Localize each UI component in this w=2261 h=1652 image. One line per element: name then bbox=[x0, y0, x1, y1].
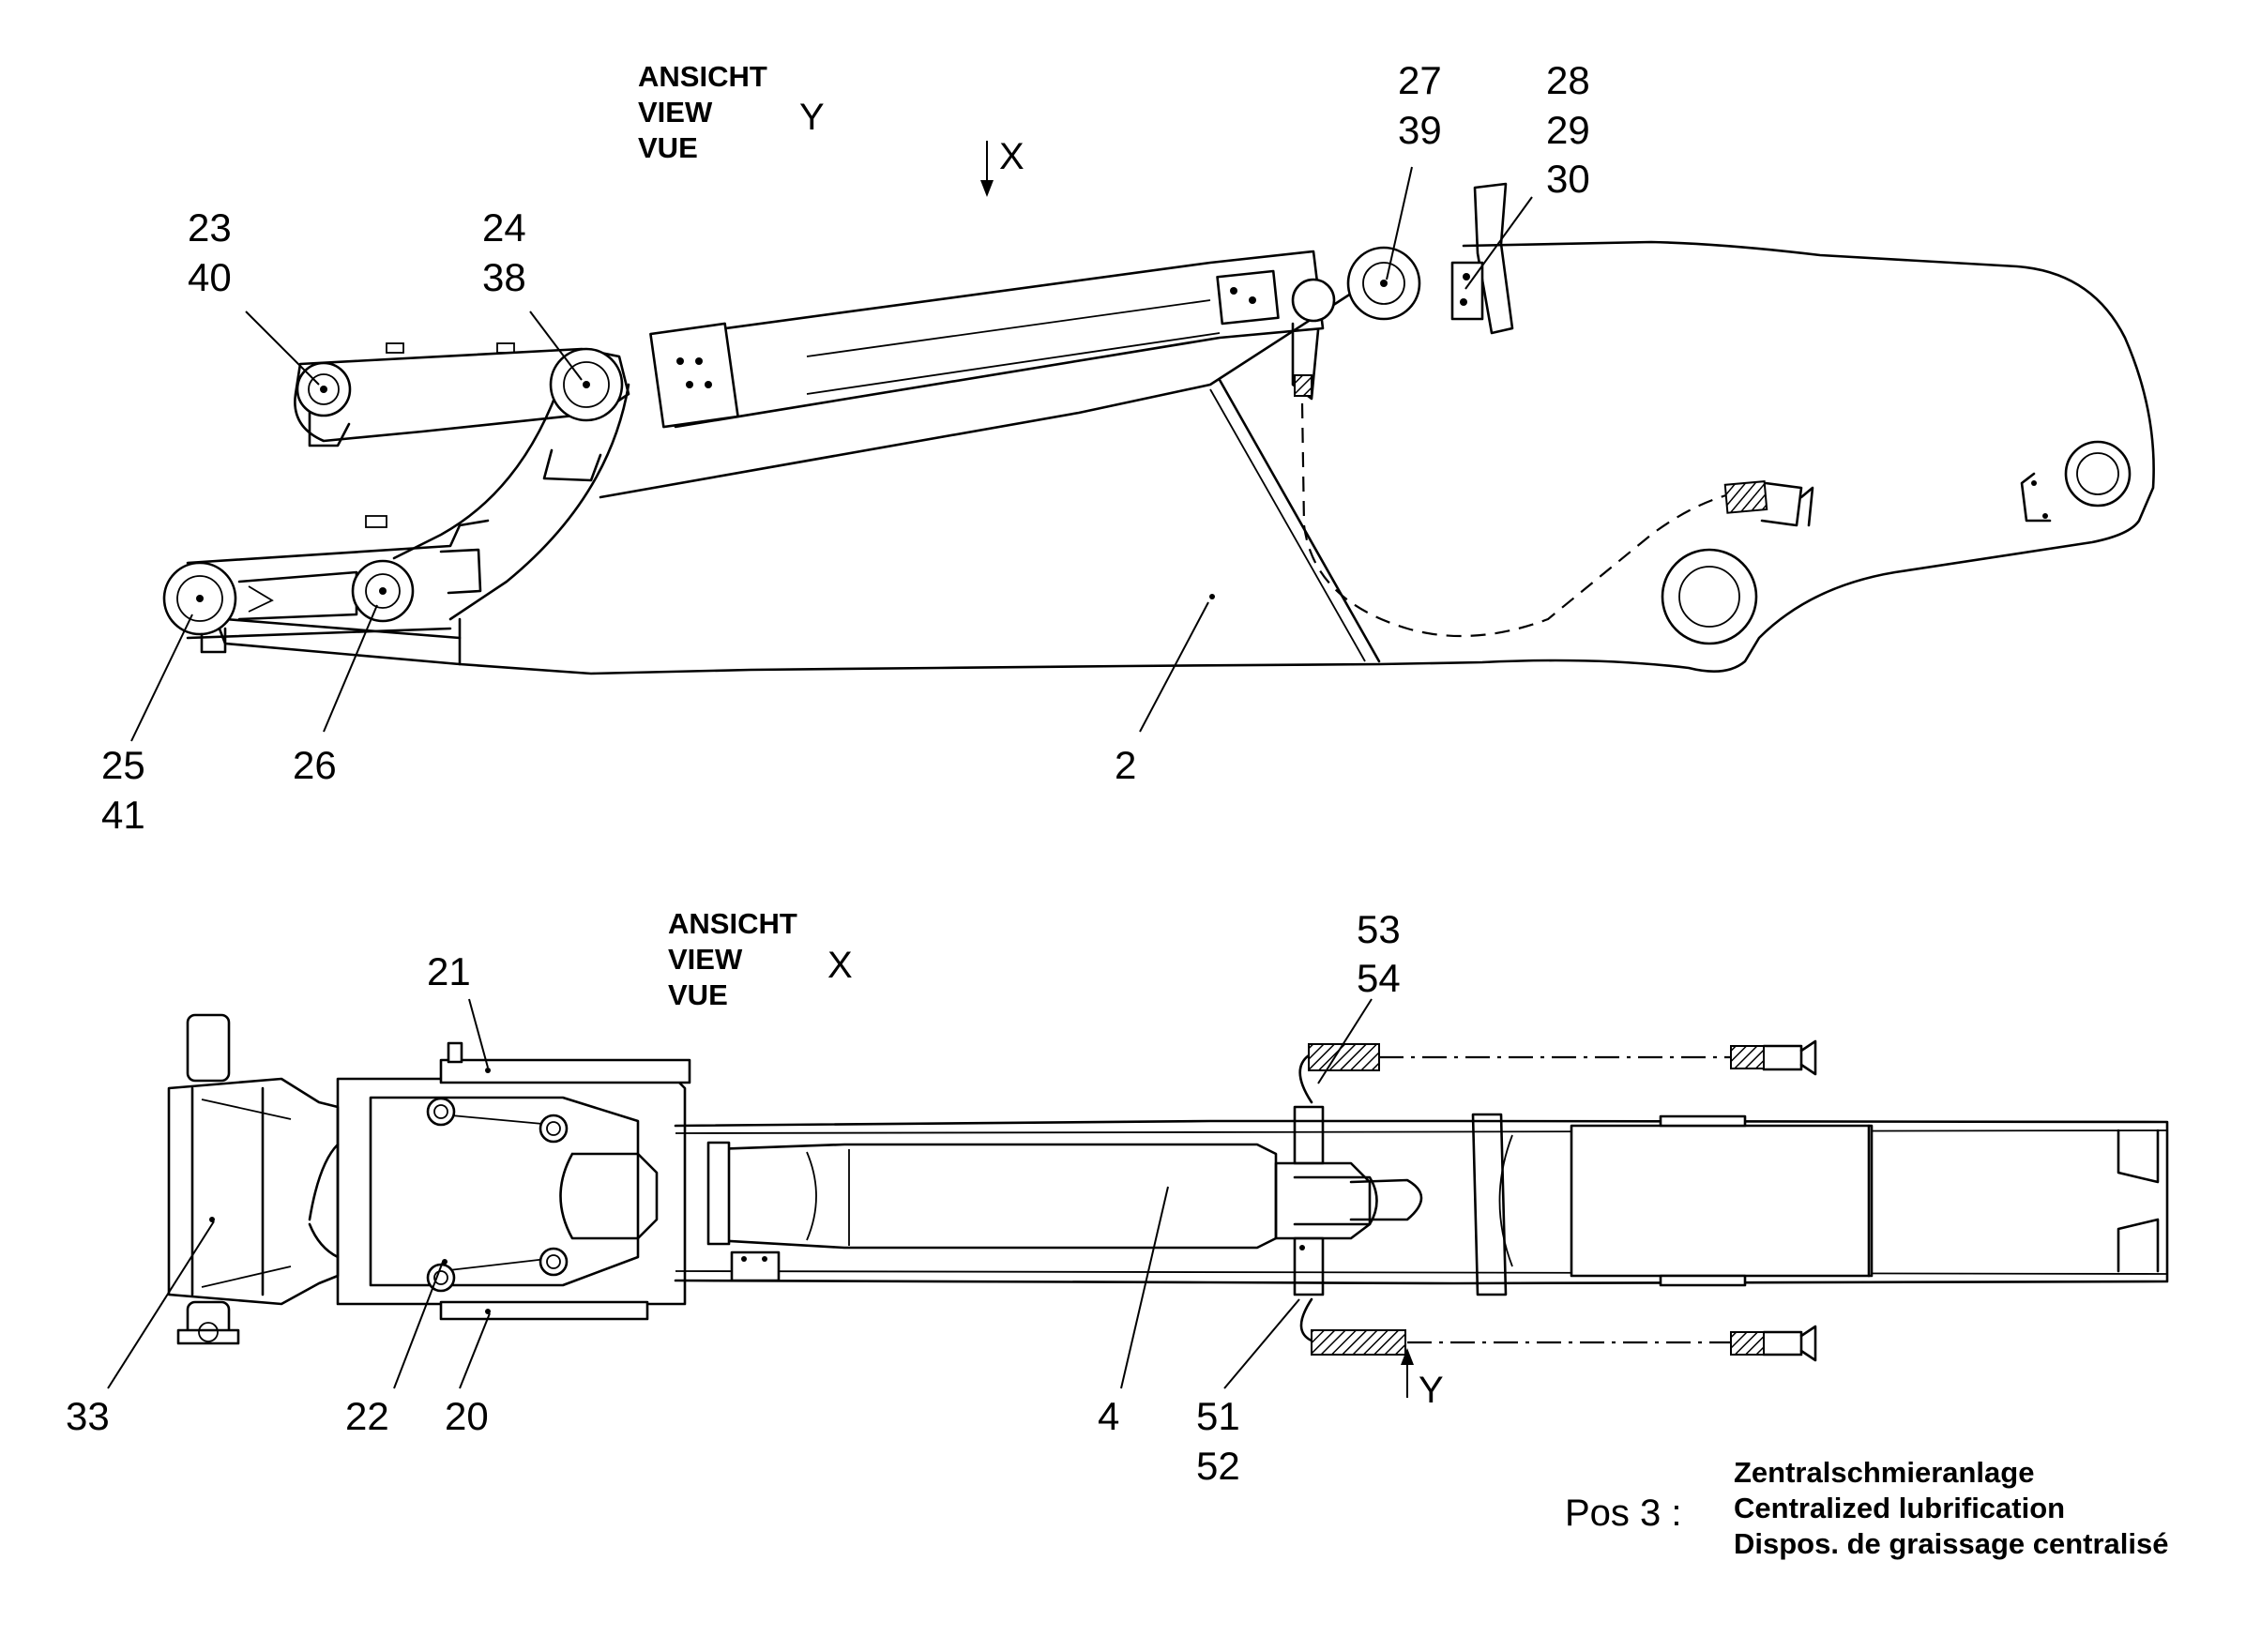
upper-link bbox=[294, 347, 630, 443]
label-28: 28 bbox=[1546, 58, 1590, 102]
label-30: 30 bbox=[1546, 157, 1590, 201]
label-26: 26 bbox=[293, 743, 337, 787]
left-pin-assembly bbox=[167, 1077, 340, 1306]
side-view-labels: 23 40 24 38 27 39 28 29 30 25 41 26 2 bbox=[101, 58, 1590, 837]
label-54: 54 bbox=[1357, 956, 1401, 1000]
caption-de: Zentralschmieranlage bbox=[1734, 1456, 2034, 1489]
view-y-header: ANSICHT VIEW VUE Y bbox=[638, 60, 825, 164]
svg-text:VUE: VUE bbox=[638, 131, 698, 164]
label-41: 41 bbox=[101, 793, 145, 837]
lubrication-hose-side bbox=[1300, 402, 1727, 638]
svg-text:Y: Y bbox=[799, 97, 825, 138]
side-view bbox=[162, 182, 2155, 675]
label-39: 39 bbox=[1398, 108, 1442, 152]
caption: Pos 3 : Zentralschmieranlage Centralized… bbox=[1565, 1456, 2169, 1560]
label-40: 40 bbox=[188, 255, 232, 299]
label-21: 21 bbox=[427, 949, 471, 993]
svg-text:VUE: VUE bbox=[668, 978, 728, 1011]
caption-pos: Pos 3 : bbox=[1565, 1493, 1682, 1534]
label-20: 20 bbox=[445, 1394, 489, 1438]
label-23: 23 bbox=[188, 205, 232, 250]
clevis-block bbox=[336, 1077, 687, 1306]
svg-text:VIEW: VIEW bbox=[668, 943, 743, 976]
label-25: 25 bbox=[101, 743, 145, 787]
cylinder-side bbox=[655, 250, 1325, 429]
view-y-arrow: Y bbox=[1401, 1348, 1444, 1411]
view-x-arrow: X bbox=[980, 136, 1024, 197]
caption-en: Centralized lubrification bbox=[1734, 1492, 2065, 1524]
caption-fr: Dispos. de graissage centralisé bbox=[1734, 1527, 2169, 1560]
side-view-leaders bbox=[130, 166, 1533, 742]
label-2: 2 bbox=[1115, 743, 1136, 787]
svg-text:ANSICHT: ANSICHT bbox=[668, 907, 797, 940]
label-51: 51 bbox=[1196, 1394, 1240, 1438]
svg-text:ANSICHT: ANSICHT bbox=[638, 60, 767, 93]
cylinder-top bbox=[711, 1143, 1278, 1250]
boom-top-outline bbox=[674, 1119, 2169, 1285]
top-view-labels: 21 53 54 33 22 20 4 51 52 bbox=[66, 907, 1401, 1488]
boom-top-edge bbox=[599, 280, 1372, 499]
view-x-header: ANSICHT VIEW VUE X bbox=[668, 907, 853, 1011]
svg-text:X: X bbox=[999, 136, 1024, 177]
top-view bbox=[167, 1013, 2169, 1362]
label-22: 22 bbox=[345, 1394, 389, 1438]
boom-web bbox=[1218, 378, 1381, 663]
label-38: 38 bbox=[482, 255, 526, 299]
svg-text:Y: Y bbox=[1419, 1370, 1444, 1411]
label-53: 53 bbox=[1357, 907, 1401, 951]
svg-text:VIEW: VIEW bbox=[638, 96, 713, 129]
label-52: 52 bbox=[1196, 1444, 1240, 1488]
svg-text:X: X bbox=[827, 945, 853, 986]
boom-outline bbox=[214, 240, 2155, 675]
top-view-leaders bbox=[107, 998, 1373, 1389]
label-24: 24 bbox=[482, 205, 526, 250]
label-4: 4 bbox=[1098, 1394, 1119, 1438]
label-29: 29 bbox=[1546, 108, 1590, 152]
label-27: 27 bbox=[1398, 58, 1442, 102]
label-33: 33 bbox=[66, 1394, 110, 1438]
curved-arm bbox=[392, 373, 630, 621]
